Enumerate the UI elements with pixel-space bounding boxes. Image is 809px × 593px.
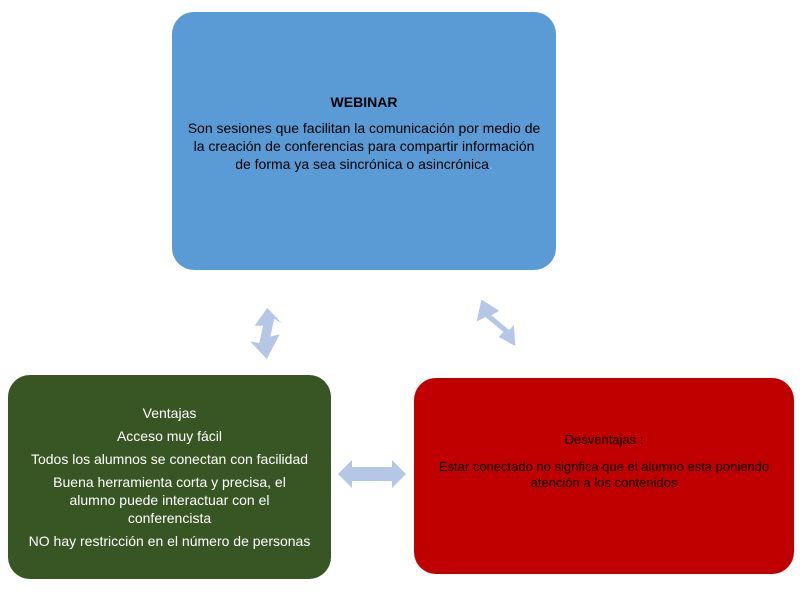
webinar-description-text: Son sesiones que facilitan la comunicaci… <box>187 119 541 172</box>
desventajas-heading: Desventajas : <box>564 431 644 447</box>
ventajas-item: NO hay restricción en el número de perso… <box>28 533 311 549</box>
ventajas-heading: Ventajas <box>142 405 197 421</box>
webinar-box: WEBINAR Son sesiones que facilitan la co… <box>172 12 556 270</box>
ventajas-item: Todos los alumnos se conectan con facili… <box>30 451 309 467</box>
webinar-trailing-period: . <box>488 155 493 172</box>
desventajas-text: Estar conectado no signfica que el alumn… <box>438 458 770 490</box>
ventajas-box: Ventajas Acceso muy fácil Todos los alum… <box>8 375 331 579</box>
double-arrow-ventajas-desventajas <box>338 460 406 488</box>
double-arrow-webinar-ventajas <box>250 307 282 359</box>
double-arrow-webinar-desventajas <box>476 299 516 347</box>
ventajas-item: Acceso muy fácil <box>116 428 223 444</box>
ventajas-item: Buena herramienta corta y precisa, el al… <box>53 474 286 526</box>
webinar-title: WEBINAR <box>330 93 398 110</box>
desventajas-box: Desventajas : Estar conectado no signfic… <box>414 378 794 574</box>
webinar-description: Son sesiones que facilitan la comunicaci… <box>186 119 542 173</box>
